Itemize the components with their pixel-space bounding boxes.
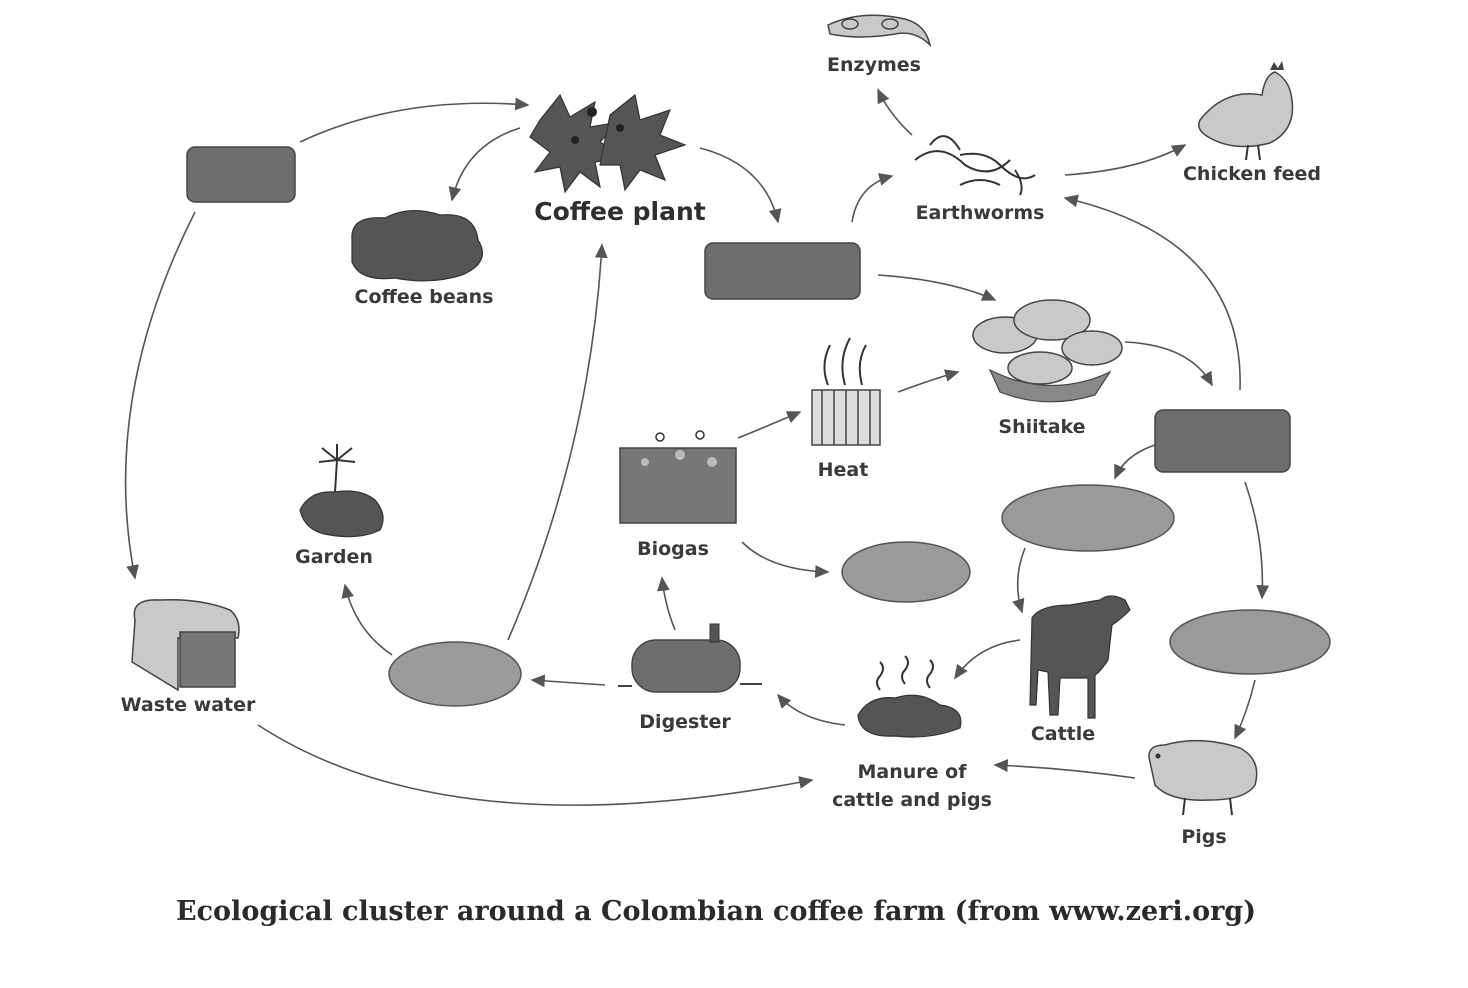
- oval-fertilizer: [388, 641, 522, 707]
- label-manure-line1: Manure of: [858, 761, 968, 783]
- label-enzymes: Enzymes: [827, 54, 921, 76]
- arrow-cattle-feed-to-cattle: [1012, 547, 1026, 614]
- manure-illustration: [857, 655, 962, 738]
- arrow-water-to-coffee-plant: [299, 97, 530, 143]
- arrow-cattle-to-manure: [954, 639, 1021, 680]
- node-labels: Enzymes Chicken feed Coffee plant Coffee…: [121, 54, 1321, 848]
- arrow-pulp-to-shiitake: [877, 274, 997, 301]
- oval-energy: [841, 541, 971, 603]
- waste-water-illustration: [131, 598, 240, 692]
- arrow-pig-feed-to-pigs: [1234, 679, 1256, 740]
- arrow-substrate-to-pig-feed: [1244, 481, 1270, 600]
- label-cattle: Cattle: [1031, 723, 1095, 745]
- arrow-earthworms-to-enzymes: [877, 88, 913, 136]
- heat-illustration: [811, 337, 881, 446]
- cattle-illustration: [1029, 595, 1131, 719]
- biogas-illustration: [619, 430, 737, 524]
- label-coffee-plant: Coffee plant: [534, 197, 706, 226]
- arrow-biogas-to-energy: [741, 541, 830, 578]
- label-heat: Heat: [818, 459, 869, 481]
- label-digester: Digester: [639, 711, 731, 733]
- arrow-digester-to-fertilizer: [530, 674, 606, 688]
- label-garden: Garden: [295, 546, 373, 568]
- arrow-biogas-to-heat: [737, 411, 802, 439]
- arrow-coffee-plant-to-beans: [448, 127, 521, 202]
- label-chicken-feed: Chicken feed: [1183, 163, 1321, 185]
- chicken-illustration: [1198, 61, 1294, 161]
- arrow-substrate-to-cattle-feed: [1114, 444, 1156, 480]
- shiitake-illustration: [972, 299, 1123, 403]
- garden-illustration: [299, 444, 384, 538]
- arrow-water-to-waste-water: [124, 211, 196, 580]
- coffee-plant-illustration: [529, 93, 687, 194]
- arrow-fertilizer-to-coffee-plant: [507, 243, 608, 641]
- label-manure-line2: cattle and pigs: [832, 789, 992, 811]
- arrow-shiitake-to-substrate: [1124, 341, 1213, 387]
- arrow-pulp-to-earthworms: [851, 173, 894, 223]
- arrow-heat-to-shiitake: [897, 369, 960, 393]
- arrow-waste-water-to-manure: [257, 724, 814, 806]
- label-biogas: Biogas: [637, 538, 709, 560]
- digester-illustration: [618, 623, 762, 693]
- diagram-caption: Ecological cluster around a Colombian co…: [176, 896, 1256, 927]
- pig-illustration: [1148, 739, 1258, 816]
- label-pigs: Pigs: [1181, 826, 1226, 848]
- earthworms-illustration: [914, 135, 1036, 196]
- arrow-fertilizer-to-garden: [341, 583, 393, 656]
- arrow-coffee-plant-to-pulp: [699, 147, 782, 224]
- label-shiitake: Shiitake: [998, 416, 1085, 438]
- box-mushroom-substrate: [1154, 409, 1291, 473]
- arrow-earthworms-to-chicken-feed: [1064, 144, 1187, 176]
- box-water: [186, 146, 296, 203]
- coffee-beans-illustration: [351, 210, 483, 282]
- arrow-manure-to-digester: [776, 693, 846, 726]
- flow-arrows: [124, 88, 1270, 806]
- oval-cattle-feed: [1001, 484, 1175, 552]
- label-earthworms: Earthworms: [916, 202, 1045, 224]
- label-coffee-beans: Coffee beans: [355, 286, 494, 308]
- oval-pig-feed: [1169, 609, 1331, 675]
- arrow-substrate-to-earthworms: [1063, 194, 1241, 391]
- label-waste-water: Waste water: [121, 694, 256, 716]
- arrow-digester-to-biogas: [657, 576, 676, 631]
- arrow-pigs-to-manure: [993, 759, 1136, 779]
- box-coffee-pulp: [704, 242, 861, 300]
- enzymes-illustration: [827, 14, 932, 48]
